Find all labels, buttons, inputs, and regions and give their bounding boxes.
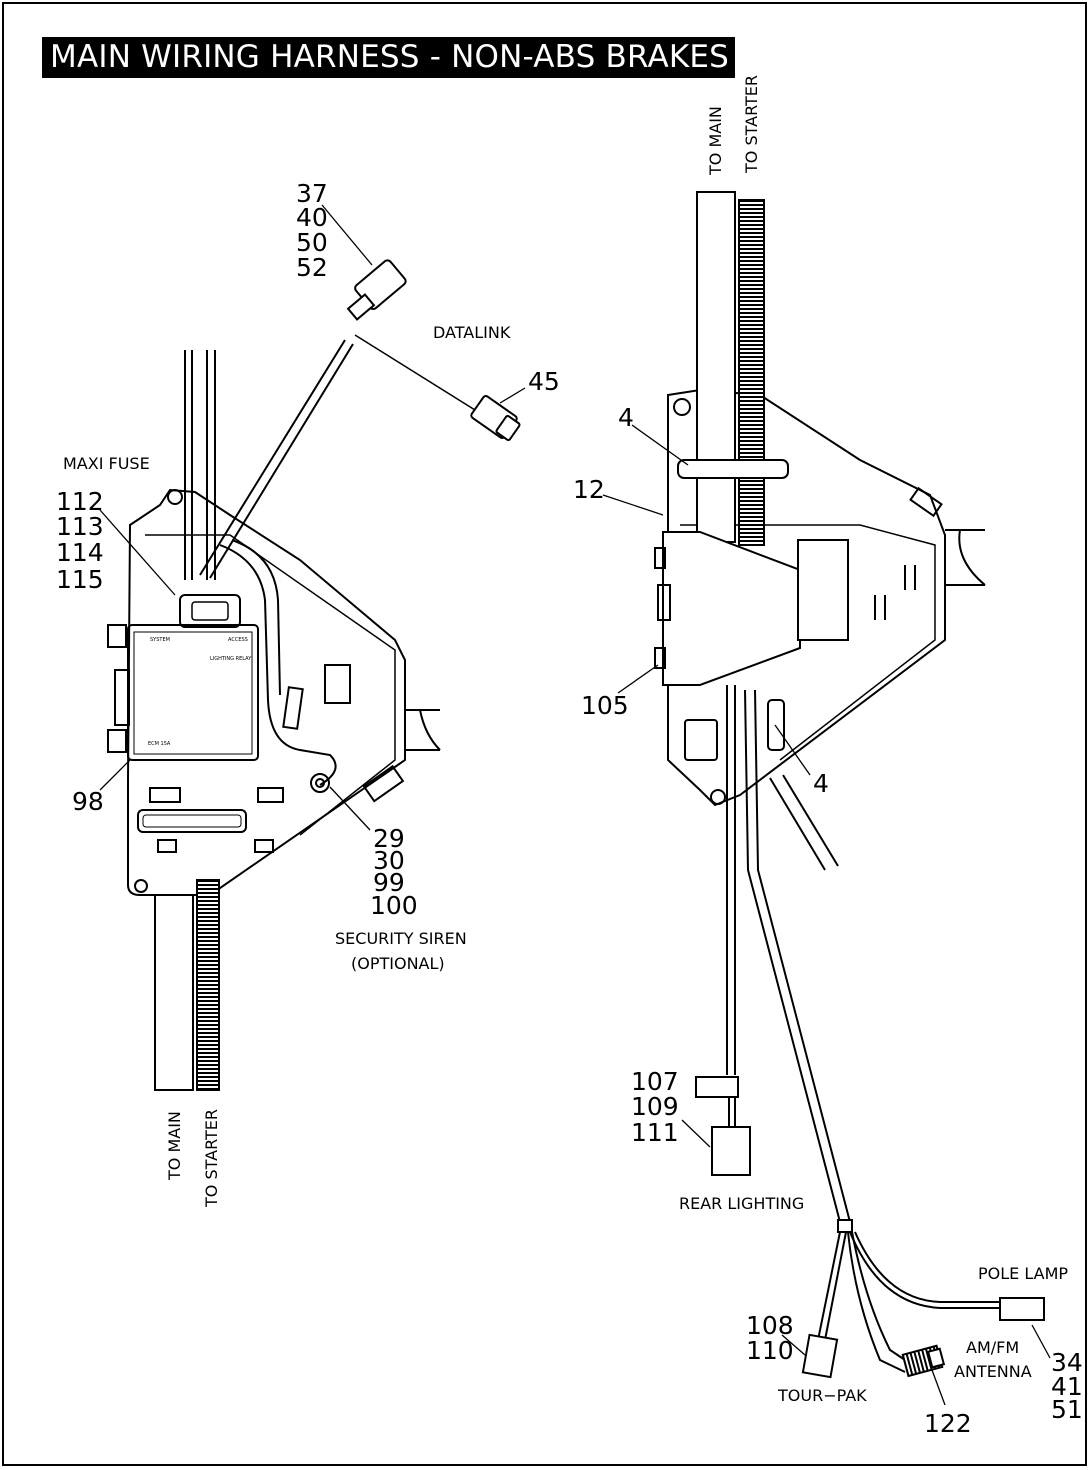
callout-52: 52 <box>296 253 328 282</box>
label-tour-pak: TOUR−PAK <box>777 1386 867 1405</box>
bracket-hole-top-right <box>673 398 691 416</box>
ground-stud <box>310 773 330 793</box>
label-antenna: ANTENNA <box>954 1362 1032 1381</box>
right-harness-assembly <box>654 191 1045 1379</box>
callout-4-upper: 4 <box>618 403 634 432</box>
tour-pak-branch <box>817 1231 841 1341</box>
callout-111: 111 <box>631 1118 679 1147</box>
datalink-lead <box>354 334 476 411</box>
side-connector-1 <box>107 624 127 648</box>
junction-block <box>662 531 801 686</box>
label-datalink: DATALINK <box>433 323 511 342</box>
callout-110: 110 <box>746 1336 794 1365</box>
svg-text:SYSTEM: SYSTEM <box>150 637 170 643</box>
bracket-hole-bottom <box>134 879 148 893</box>
svg-text:ACCESS: ACCESS <box>228 637 248 643</box>
pole-lamp-branch <box>849 1231 1000 1309</box>
bracket-hole-bottom-right <box>710 789 726 805</box>
callout-109: 109 <box>631 1092 679 1121</box>
left-harness-assembly <box>107 334 476 1091</box>
relay-connector <box>282 686 304 730</box>
diagram-title: MAIN WIRING HARNESS - NON-ABS BRAKES <box>42 37 735 78</box>
junction-housing <box>797 539 849 641</box>
cable-to-main-right <box>696 191 736 543</box>
conduit-to-starter-right <box>738 199 765 546</box>
callout-114: 114 <box>56 538 104 567</box>
siren-connector <box>362 764 405 803</box>
callout-29: 29 <box>373 824 405 853</box>
side-connector-2 <box>107 729 127 753</box>
connector-37-40-50-52 <box>346 259 407 321</box>
label-to-starter-left: TO STARTER <box>202 1109 221 1208</box>
label-rear-lighting: REAR LIGHTING <box>679 1194 804 1213</box>
label-to-starter-right: TO STARTER <box>742 75 761 174</box>
rear-lighting-connector <box>711 1126 751 1176</box>
leader-lines <box>99 204 1051 1406</box>
svg-text:LIGHTING RELAY: LIGHTING RELAY <box>210 656 252 662</box>
callout-105: 105 <box>581 691 629 720</box>
callout-34: 34 <box>1051 1348 1083 1377</box>
breakout-clip <box>837 1219 853 1233</box>
label-pole-lamp: POLE LAMP <box>978 1264 1068 1283</box>
callout-4-lower: 4 <box>813 769 829 798</box>
label-to-main-left: TO MAIN <box>165 1111 184 1181</box>
callout-40: 40 <box>296 203 328 232</box>
cable-tie-upper <box>677 459 789 479</box>
callout-30: 30 <box>373 846 405 875</box>
datalink-cable <box>199 339 346 576</box>
label-optional: (OPTIONAL) <box>351 954 445 973</box>
callout-37: 37 <box>296 179 328 208</box>
callout-107: 107 <box>631 1067 679 1096</box>
rear-lighting-sleeve <box>695 1076 739 1098</box>
connector-45 <box>470 395 521 441</box>
callout-99: 99 <box>373 868 405 897</box>
callout-115: 115 <box>56 565 104 594</box>
label-security-siren: SECURITY SIREN <box>335 929 467 948</box>
conduit-to-starter-left <box>196 879 220 1091</box>
connector-105 <box>657 584 671 621</box>
callout-45: 45 <box>528 367 560 396</box>
callout-100: 100 <box>370 891 418 920</box>
label-to-main-right: TO MAIN <box>706 106 725 176</box>
callout-41: 41 <box>1051 1372 1083 1401</box>
clip <box>324 664 351 704</box>
diagram-labels: DATALINK MAXI FUSE SECURITY SIREN (OPTIO… <box>63 75 1068 1405</box>
harness-loop <box>219 544 337 786</box>
svg-text:ECM 15A: ECM 15A <box>148 741 171 747</box>
left-bracket <box>127 488 406 896</box>
label-am-fm: AM/FM <box>966 1338 1019 1357</box>
callout-108: 108 <box>746 1311 794 1340</box>
callout-numbers: 37 40 50 52 45 112 113 114 115 98 29 30 … <box>56 179 1083 1438</box>
callout-113: 113 <box>56 512 104 541</box>
fuse-box-legend: SYSTEM ACCESS LIGHTING RELAY ECM 15A <box>148 637 252 747</box>
cable-to-main-left <box>154 894 194 1091</box>
callout-122: 122 <box>924 1409 972 1438</box>
callout-50: 50 <box>296 228 328 257</box>
cable-tie-lower <box>767 699 785 751</box>
bracket-hole-top <box>167 489 183 505</box>
pole-lamp-connector <box>999 1297 1045 1321</box>
callout-98: 98 <box>72 787 104 816</box>
antenna-branch <box>847 1231 906 1373</box>
maxi-fuse <box>179 594 241 628</box>
fuse-box <box>127 624 259 761</box>
callout-12: 12 <box>573 475 605 504</box>
lower-rail <box>137 809 247 833</box>
callout-51: 51 <box>1051 1395 1083 1424</box>
label-maxi-fuse: MAXI FUSE <box>63 454 150 473</box>
callout-112: 112 <box>56 487 104 516</box>
tour-pak-lead <box>744 689 841 1223</box>
tour-pak-connector <box>801 1333 839 1379</box>
